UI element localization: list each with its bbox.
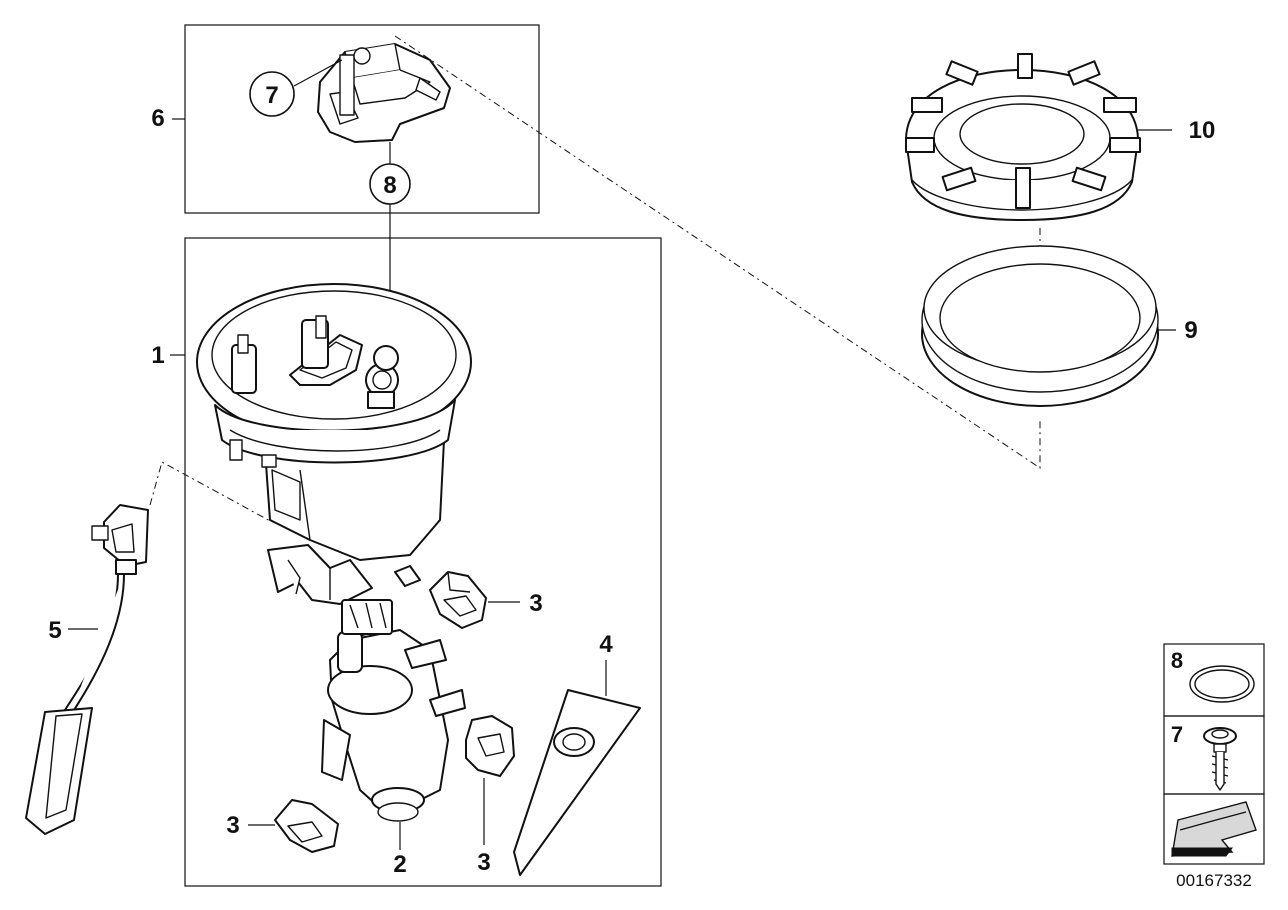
assembly-line-sensor	[149, 461, 283, 523]
svg-text:5: 5	[48, 617, 61, 644]
legend-item-7[interactable]: 7	[1171, 722, 1237, 791]
callout-10[interactable]: 10	[1138, 117, 1215, 144]
svg-text:3: 3	[226, 812, 239, 839]
clip-part-lower-left[interactable]	[274, 799, 339, 853]
callout-8[interactable]: 8	[369, 142, 411, 312]
seal-ring-part[interactable]	[921, 245, 1159, 407]
fuel-pump-flange-part[interactable]	[196, 283, 472, 561]
fuel-pump-part[interactable]	[321, 599, 466, 822]
svg-text:8: 8	[383, 172, 396, 199]
legend-item-8[interactable]: 8	[1171, 648, 1255, 703]
callout-3-left[interactable]: 3	[226, 812, 275, 839]
lock-ring-part[interactable]	[905, 53, 1141, 221]
assembly-line-cover-to-tank	[394, 35, 1041, 469]
svg-text:4: 4	[599, 631, 613, 658]
callout-9[interactable]: 9	[1158, 317, 1198, 344]
callout-4[interactable]: 4	[599, 631, 613, 696]
clip-part-right[interactable]	[465, 715, 515, 777]
svg-text:7: 7	[1171, 722, 1183, 747]
svg-text:3: 3	[477, 849, 490, 876]
svg-text:8: 8	[1171, 648, 1183, 673]
svg-text:6: 6	[151, 105, 164, 132]
callout-3-right[interactable]: 3	[477, 778, 491, 876]
callout-1[interactable]: 1	[151, 342, 185, 369]
arrow-icon[interactable]	[1171, 801, 1257, 857]
pump-holder-bracket[interactable]	[267, 544, 421, 605]
callout-7[interactable]: 7	[249, 59, 343, 117]
svg-text:2: 2	[393, 851, 406, 878]
svg-text:10: 10	[1189, 117, 1216, 144]
clip-part-upper-right[interactable]	[429, 571, 487, 629]
callout-3-upper[interactable]: 3	[488, 590, 543, 617]
sensor-cover-part[interactable]	[317, 43, 451, 143]
svg-text:3: 3	[529, 590, 542, 617]
group-1-frame	[184, 237, 662, 887]
svg-text:9: 9	[1184, 317, 1197, 344]
callout-2[interactable]: 2	[393, 822, 407, 878]
callout-5[interactable]: 5	[48, 617, 98, 644]
level-sensor-part[interactable]	[25, 504, 149, 835]
svg-text:7: 7	[265, 82, 278, 109]
legend-panel	[1163, 643, 1265, 865]
document-number: 00167332	[1176, 871, 1252, 890]
baffle-wedge-part[interactable]	[513, 689, 641, 876]
callout-6[interactable]: 6	[151, 105, 185, 132]
svg-text:1: 1	[151, 342, 164, 369]
